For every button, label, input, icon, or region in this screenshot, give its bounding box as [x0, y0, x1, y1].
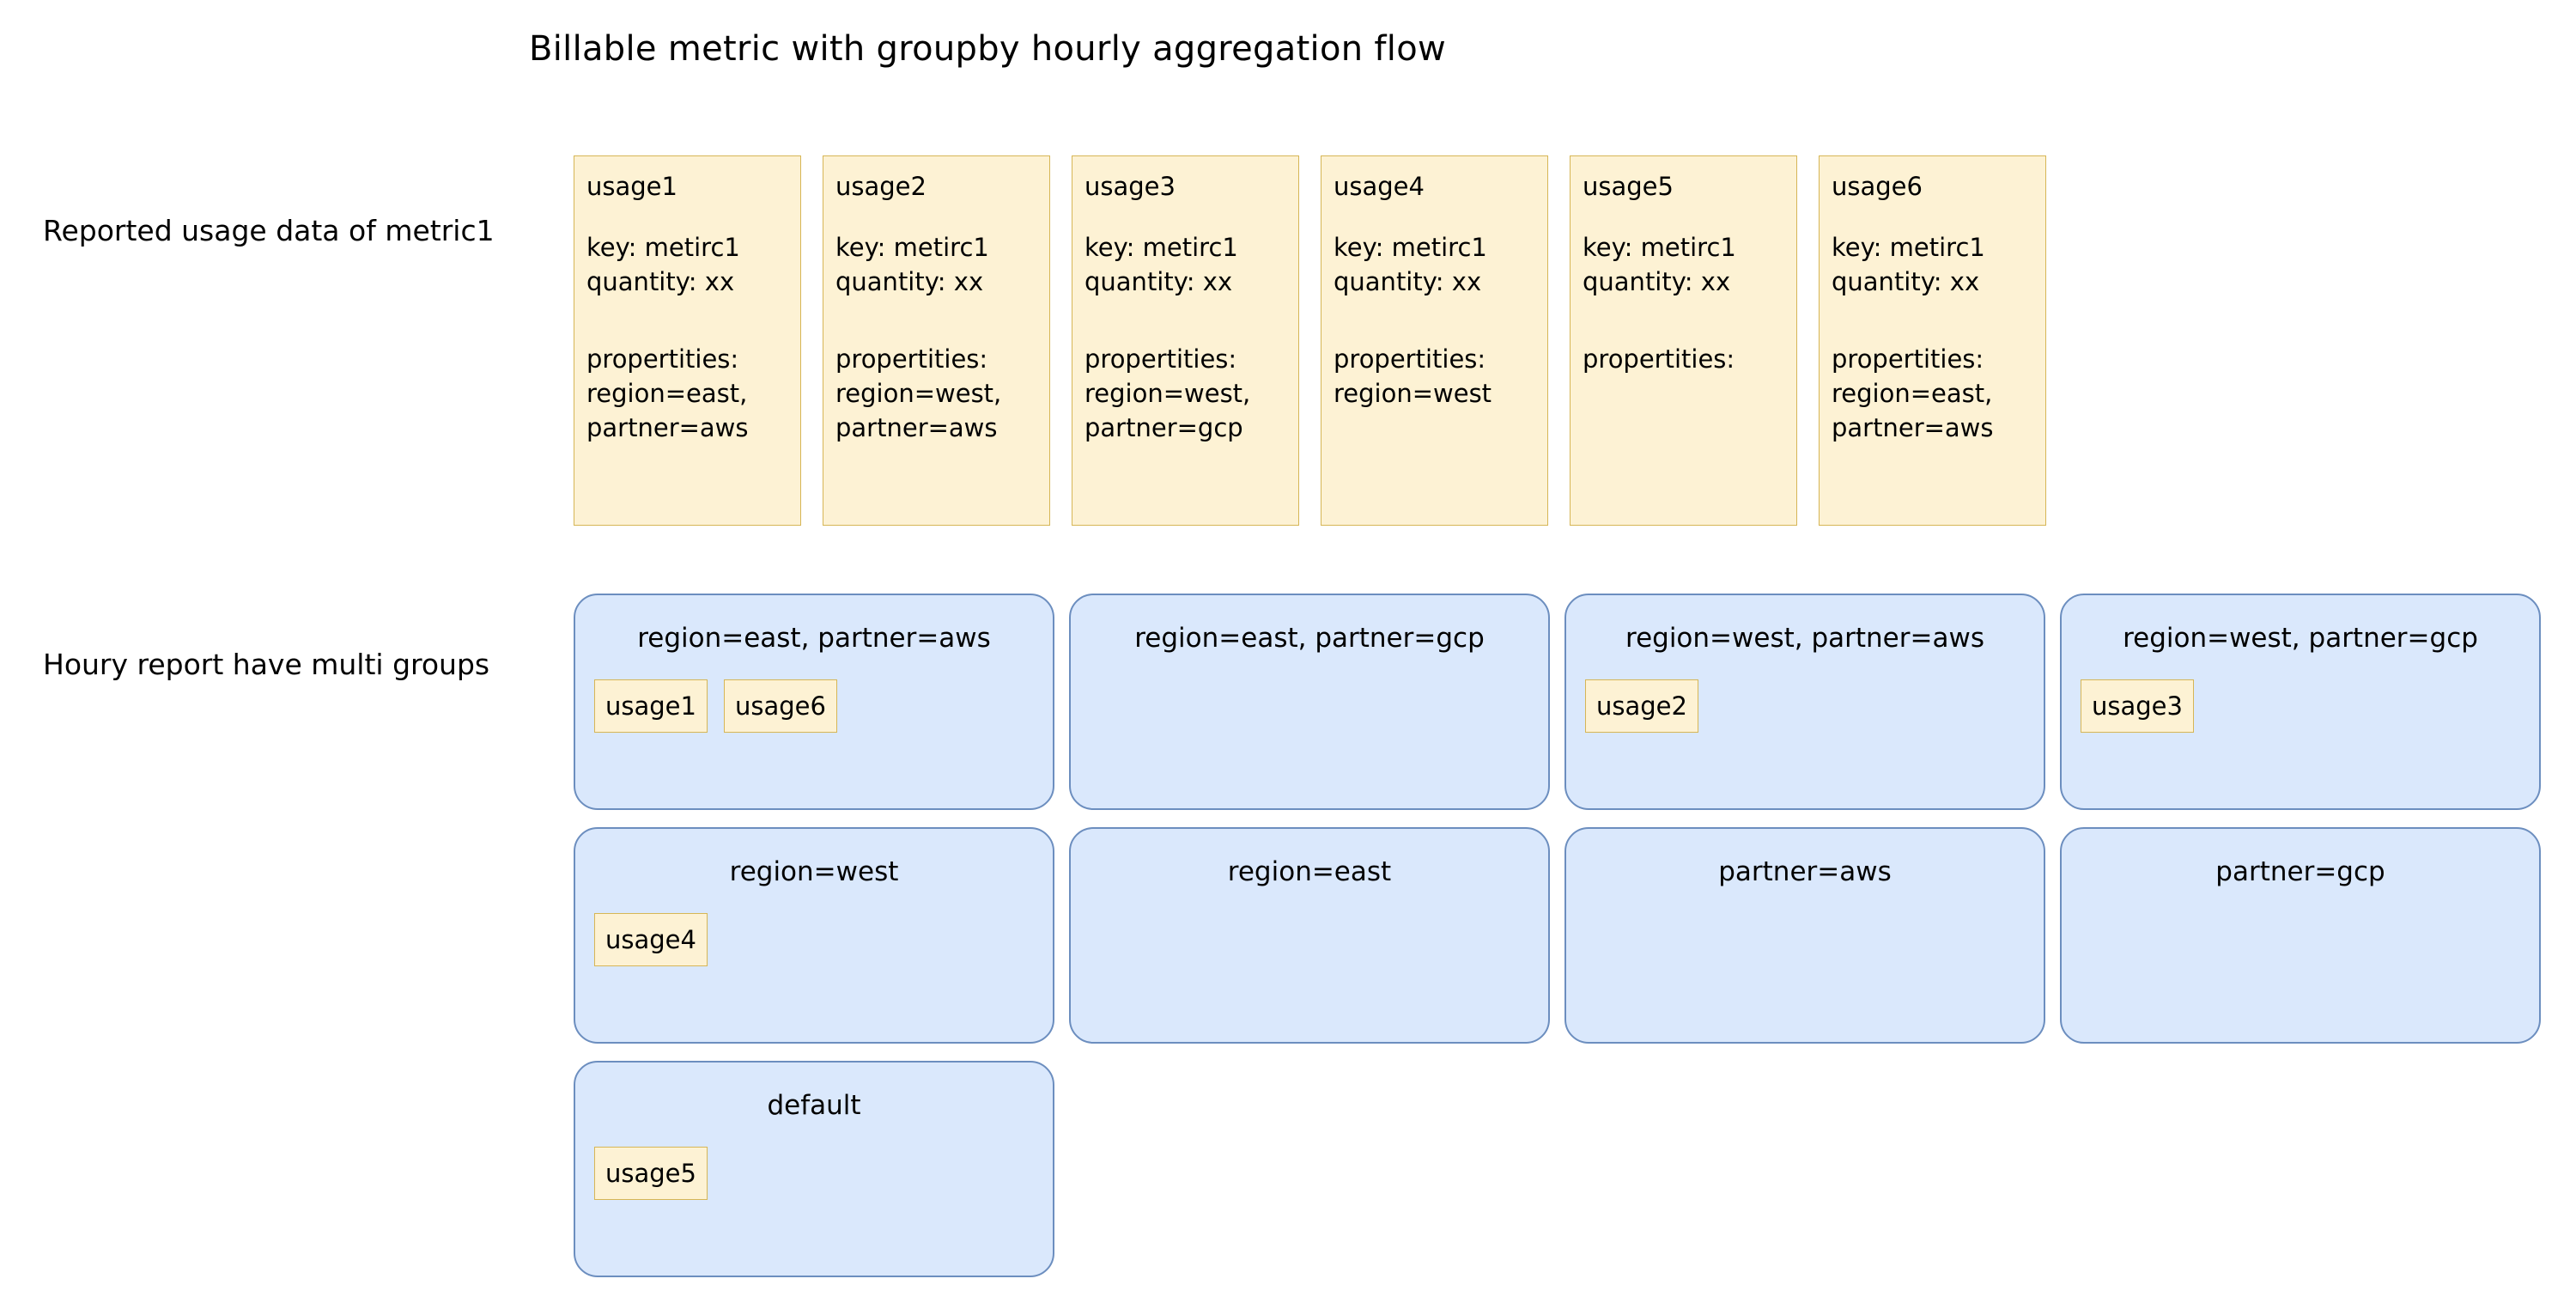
- group-box-title: partner=aws: [1718, 856, 1892, 887]
- group-box: region=east, partner=gcp: [1069, 594, 1550, 810]
- group-box-title: region=west, partner=gcp: [2123, 623, 2478, 654]
- usage-card-properties-label: propertities:: [1583, 344, 1735, 374]
- group-box: partner=aws: [1564, 827, 2045, 1044]
- usage-card-fields: key: metirc1 quantity: xx: [1832, 230, 2033, 299]
- groups-row-label: Houry report have multi groups: [43, 648, 490, 681]
- usage-chip: usage6: [723, 679, 837, 733]
- group-chip-row: usage3: [2081, 679, 2194, 733]
- usage-card-properties: propertities: region=west, partner=gcp: [1084, 342, 1286, 445]
- group-box: region=west, partner=aws usage2: [1564, 594, 2045, 810]
- usage-card-property-line: region=west,: [1084, 379, 1251, 408]
- group-box-title: region=east, partner=aws: [637, 623, 991, 654]
- usage-card-title: usage6: [1832, 172, 1923, 201]
- usage-chip: usage3: [2081, 679, 2194, 733]
- usage-card-quantity-line: quantity: xx: [1583, 267, 1731, 296]
- group-chip-row: usage1 usage6: [594, 679, 837, 733]
- group-box-title: default: [767, 1090, 861, 1121]
- group-box: region=east, partner=aws usage1 usage6: [574, 594, 1054, 810]
- page-title: Billable metric with groupby hourly aggr…: [529, 29, 1446, 69]
- usage-card: usage3 key: metirc1 quantity: xx propertiti…: [1072, 155, 1299, 526]
- group-box: default usage5: [574, 1061, 1054, 1277]
- usage-card: usage1 key: metirc1 quantity: xx propertiti…: [574, 155, 801, 526]
- usage-card-key-line: key: metirc1: [1084, 233, 1238, 262]
- usage-card-key-line: key: metirc1: [835, 233, 989, 262]
- usage-card-fields: key: metirc1 quantity: xx: [1084, 230, 1286, 299]
- usage-row-label: Reported usage data of metric1: [43, 214, 495, 247]
- usage-card-quantity-line: quantity: xx: [1084, 267, 1233, 296]
- group-box: region=west, partner=gcp usage3: [2060, 594, 2541, 810]
- group-box-title: region=west: [729, 856, 899, 887]
- usage-card: usage4 key: metirc1 quantity: xx propertiti…: [1321, 155, 1548, 526]
- usage-card-properties: propertities: region=west: [1334, 342, 1535, 411]
- usage-card-title: usage1: [586, 172, 677, 201]
- usage-card-properties: propertities:: [1583, 342, 1784, 376]
- group-box-title: region=west, partner=aws: [1625, 623, 1984, 654]
- usage-card-title: usage3: [1084, 172, 1176, 201]
- usage-card-title: usage4: [1334, 172, 1425, 201]
- usage-card-property-line: region=west,: [835, 379, 1002, 408]
- usage-card-properties-label: propertities:: [1084, 344, 1237, 374]
- group-box: region=east: [1069, 827, 1550, 1044]
- usage-card-fields: key: metirc1 quantity: xx: [1334, 230, 1535, 299]
- usage-card-property-line: region=west: [1334, 379, 1492, 408]
- group-box-title: region=east: [1227, 856, 1392, 887]
- usage-card-properties-label: propertities:: [1334, 344, 1486, 374]
- group-chip-row: usage2: [1585, 679, 1698, 733]
- usage-card-key-line: key: metirc1: [1832, 233, 1985, 262]
- group-box-title: region=east, partner=gcp: [1134, 623, 1485, 654]
- usage-card-fields: key: metirc1 quantity: xx: [1583, 230, 1784, 299]
- usage-card-title: usage2: [835, 172, 927, 201]
- usage-card-property-line: partner=aws: [835, 413, 998, 442]
- usage-card-quantity-line: quantity: xx: [1334, 267, 1482, 296]
- usage-card-fields: key: metirc1 quantity: xx: [835, 230, 1037, 299]
- group-box-title: partner=gcp: [2215, 856, 2385, 887]
- usage-card-property-line: region=east,: [586, 379, 748, 408]
- usage-card-property-line: partner=gcp: [1084, 413, 1243, 442]
- usage-card-property-line: partner=aws: [586, 413, 749, 442]
- usage-card-key-line: key: metirc1: [586, 233, 740, 262]
- usage-card-row: usage1 key: metirc1 quantity: xx propertiti…: [574, 155, 2085, 527]
- group-box: region=west usage4: [574, 827, 1054, 1044]
- group-box: partner=gcp: [2060, 827, 2541, 1044]
- usage-card-quantity-line: quantity: xx: [586, 267, 735, 296]
- usage-card-quantity-line: quantity: xx: [1832, 267, 1980, 296]
- usage-card-properties: propertities: region=east, partner=aws: [1832, 342, 2033, 445]
- usage-chip: usage4: [594, 913, 708, 966]
- usage-chip: usage5: [594, 1147, 708, 1200]
- usage-card-properties-label: propertities:: [835, 344, 988, 374]
- group-chip-row: usage4: [594, 913, 708, 966]
- usage-card: usage6 key: metirc1 quantity: xx propertiti…: [1819, 155, 2046, 526]
- usage-card-key-line: key: metirc1: [1583, 233, 1736, 262]
- usage-chip: usage2: [1585, 679, 1698, 733]
- usage-card-fields: key: metirc1 quantity: xx: [586, 230, 788, 299]
- usage-card: usage2 key: metirc1 quantity: xx propertiti…: [823, 155, 1050, 526]
- usage-card-property-line: partner=aws: [1832, 413, 1994, 442]
- usage-card-title: usage5: [1583, 172, 1674, 201]
- usage-card-properties: propertities: region=west, partner=aws: [835, 342, 1037, 445]
- usage-card-properties: propertities: region=east, partner=aws: [586, 342, 788, 445]
- usage-card-key-line: key: metirc1: [1334, 233, 1487, 262]
- usage-chip: usage1: [594, 679, 708, 733]
- usage-card-property-line: region=east,: [1832, 379, 1993, 408]
- usage-card: usage5 key: metirc1 quantity: xx propertiti…: [1570, 155, 1797, 526]
- usage-card-quantity-line: quantity: xx: [835, 267, 984, 296]
- usage-card-properties-label: propertities:: [1832, 344, 1984, 374]
- group-chip-row: usage5: [594, 1147, 708, 1200]
- usage-card-properties-label: propertities:: [586, 344, 739, 374]
